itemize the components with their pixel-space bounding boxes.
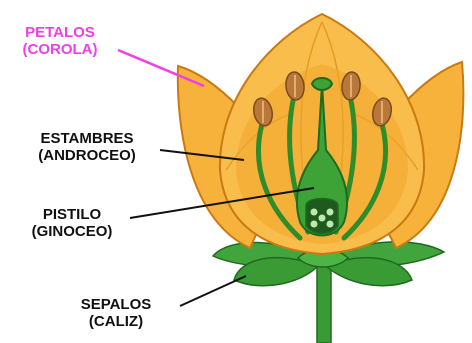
- pistilo-label: PISTILO (GINOCEO): [16, 206, 128, 240]
- petalos-label-line1: PETALOS: [4, 24, 116, 41]
- pistilo-label-line2: (GINOCEO): [16, 223, 128, 240]
- sepalos-label-line2: (CALIZ): [56, 313, 176, 330]
- petalos-label-line2: (COROLA): [4, 41, 116, 58]
- estambres-label: ESTAMBRES (ANDROCEO): [14, 130, 160, 164]
- estambres-label-line1: ESTAMBRES: [14, 130, 160, 147]
- petalos-label: PETALOS (COROLA): [4, 24, 116, 58]
- estambres-label-line2: (ANDROCEO): [14, 147, 160, 164]
- petalos-pointer: [118, 50, 204, 86]
- sepalos-label: SEPALOS (CALIZ): [56, 296, 176, 330]
- sepalos-label-line1: SEPALOS: [56, 296, 176, 313]
- pistilo-label-line1: PISTILO: [16, 206, 128, 223]
- sepalos-pointer: [180, 276, 246, 306]
